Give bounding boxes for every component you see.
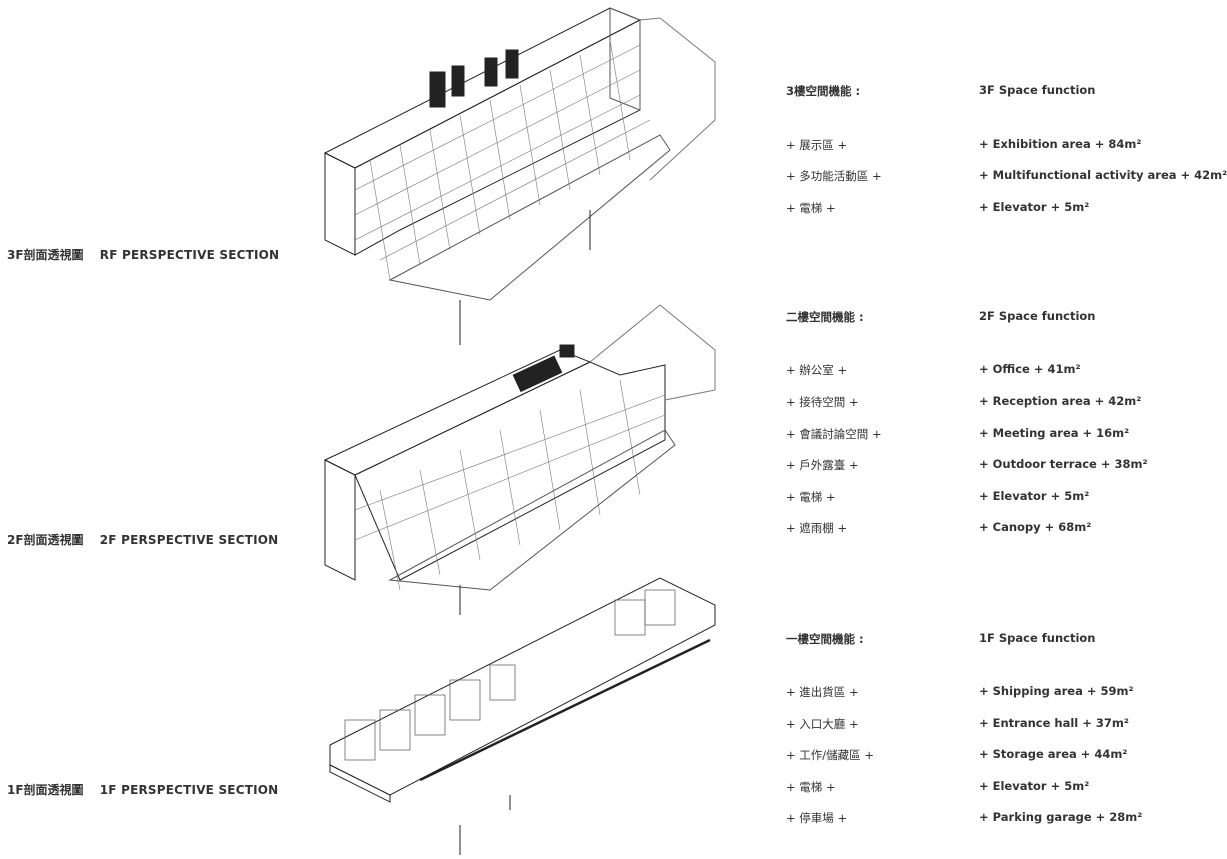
list-item-en: + Elevator + 5m² [979, 200, 1090, 214]
list-item-en: + Exhibition area + 84m² [979, 137, 1142, 151]
heading-2f-zh: 二樓空間機能 : [786, 310, 864, 324]
1f-section-drawing [329, 577, 716, 855]
list-item-zh: + 進出貨區 + [786, 685, 859, 699]
list-item-zh: + 工作/儲藏區 + [786, 748, 874, 762]
list-item-zh: + 會議討論空間 + [786, 427, 882, 441]
list-item-zh: + 入口大廳 + [786, 717, 859, 731]
heading-3f-en: 3F Space function [979, 83, 1096, 97]
list-item-en: + Reception area + 42m² [979, 394, 1142, 408]
section-label-zh: 2F剖面透視圖 [7, 533, 84, 547]
list-item-en: + Parking garage + 28m² [979, 810, 1143, 824]
2f-section-drawing [323, 304, 716, 615]
list-item-en: + Canopy + 68m² [979, 520, 1092, 534]
heading-3f-zh: 3樓空間機能 : [786, 84, 861, 98]
list-item-zh: + 展示區 + [786, 138, 848, 152]
heading-1f-zh: 一樓空間機能 : [786, 632, 864, 646]
heading-1f-en: 1F Space function [979, 631, 1096, 645]
section-label-2f: 2F剖面透視圖 2F PERSPECTIVE SECTION [7, 531, 278, 548]
section-label-en: 1F PERSPECTIVE SECTION [99, 783, 279, 797]
list-item-en: + Office + 41m² [979, 362, 1081, 376]
section-label-3f: 3F剖面透視圖 RF PERSPECTIVE SECTION [7, 246, 279, 263]
section-label-zh: 3F剖面透視圖 [7, 248, 84, 262]
list-item-en: + Elevator + 5m² [979, 779, 1090, 793]
rf-section-drawing [323, 7, 716, 345]
list-item-en: + Outdoor terrace + 38m² [979, 457, 1148, 471]
list-item-en: + Elevator + 5m² [979, 489, 1090, 503]
list-item-zh: + 停車場 + [786, 811, 848, 825]
list-item-zh: + 接待空間 + [786, 395, 859, 409]
list-item-zh: + 遮雨棚 + [786, 521, 848, 535]
section-label-en: 2F PERSPECTIVE SECTION [99, 533, 279, 547]
section-label-1f: 1F剖面透視圖 1F PERSPECTIVE SECTION [7, 781, 278, 798]
heading-2f-en: 2F Space function [979, 309, 1096, 323]
list-item-zh: + 電梯 + [786, 490, 836, 504]
list-item-en: + Multifunctional activity area + 42m² [979, 168, 1227, 182]
section-label-zh: 1F剖面透視圖 [7, 783, 84, 797]
list-item-zh: + 多功能活動區 + [786, 169, 882, 183]
list-item-zh: + 電梯 + [786, 780, 836, 794]
perspective-drawings [323, 7, 716, 855]
list-item-en: + Shipping area + 59m² [979, 684, 1134, 698]
list-item-zh: + 電梯 + [786, 201, 836, 215]
list-item-zh: + 辦公室 + [786, 363, 848, 377]
list-item-en: + Storage area + 44m² [979, 747, 1128, 761]
section-label-en: RF PERSPECTIVE SECTION [99, 248, 280, 262]
list-item-en: + Meeting area + 16m² [979, 426, 1130, 440]
list-item-zh: + 戶外露臺 + [786, 458, 859, 472]
list-item-en: + Entrance hall + 37m² [979, 716, 1129, 730]
